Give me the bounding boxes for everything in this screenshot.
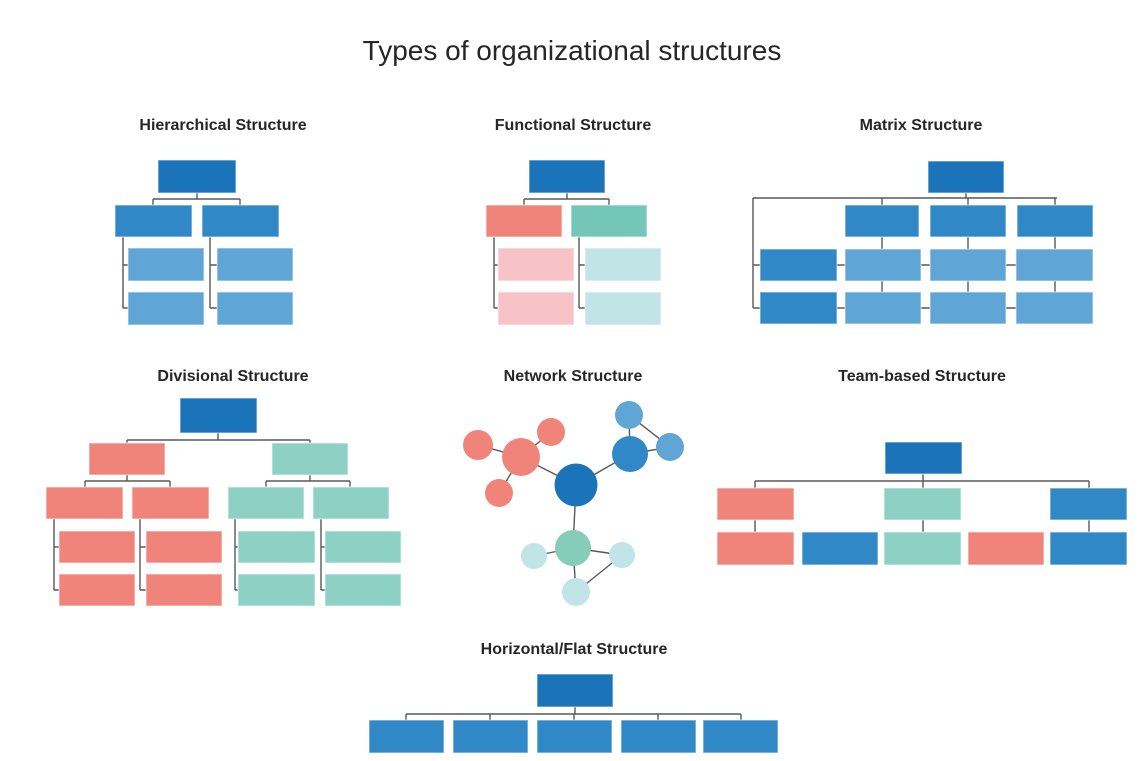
org-box — [324, 573, 402, 607]
network-node — [485, 479, 513, 507]
org-box — [237, 573, 316, 607]
panel-title-matrix: Matrix Structure — [860, 117, 983, 134]
connector-lines — [493, 193, 610, 309]
network-node — [555, 530, 591, 566]
org-box — [570, 204, 648, 238]
panel-title-divisional: Divisional Structure — [157, 368, 308, 385]
org-box — [114, 204, 193, 238]
network-edges — [477, 414, 671, 593]
org-box — [584, 291, 662, 326]
org-box — [844, 248, 922, 282]
panel-functional: Functional Structure — [485, 117, 662, 326]
org-box — [127, 247, 205, 282]
panel-hierarchical: Hierarchical Structure — [114, 117, 307, 326]
org-box — [716, 531, 795, 566]
org-box — [1015, 248, 1094, 282]
org-box — [1049, 487, 1128, 521]
box-root — [884, 441, 963, 475]
network-node — [615, 401, 643, 429]
network-hub-node — [554, 463, 598, 507]
org-box — [1049, 531, 1128, 566]
org-box — [485, 204, 563, 238]
org-box — [759, 291, 838, 325]
org-box — [929, 204, 1007, 238]
panel-title-horizontal: Horizontal/Flat Structure — [481, 641, 668, 658]
connector-lines — [405, 707, 742, 720]
org-box — [312, 486, 390, 520]
panel-team: Team-based Structure — [716, 368, 1128, 566]
org-box — [844, 204, 920, 238]
org-box — [497, 291, 575, 326]
org-box — [1015, 291, 1094, 325]
org-box — [127, 291, 205, 326]
org-box — [883, 531, 962, 566]
connector-lines — [754, 474, 1090, 532]
panel-title-hierarchical: Hierarchical Structure — [139, 117, 306, 134]
org-box — [58, 573, 136, 607]
network-node — [562, 578, 590, 606]
org-box — [45, 486, 124, 520]
org-box — [88, 442, 166, 476]
network-node — [502, 438, 540, 476]
network-node — [656, 433, 684, 461]
main-title: Types of organizational structures — [363, 35, 782, 66]
org-box — [929, 291, 1007, 325]
org-box — [227, 486, 305, 520]
panel-matrix: Matrix Structure — [752, 117, 1094, 325]
network-node — [463, 430, 493, 460]
org-box — [237, 530, 316, 564]
panel-horizontal: Horizontal/Flat Structure — [368, 641, 779, 754]
org-box — [584, 247, 662, 282]
network-node — [609, 542, 635, 568]
box-root — [536, 673, 614, 708]
org-box — [145, 573, 223, 607]
connector-lines — [122, 193, 241, 309]
network-node — [612, 436, 648, 472]
connector-lines — [752, 193, 1057, 309]
org-box — [324, 530, 402, 564]
org-box — [536, 719, 613, 754]
org-box — [497, 247, 575, 282]
panel-title-network: Network Structure — [504, 368, 643, 385]
org-box — [844, 291, 922, 325]
box-root — [157, 159, 237, 194]
box-root — [528, 159, 606, 194]
org-box — [801, 531, 879, 566]
org-box — [58, 530, 136, 564]
org-box — [929, 248, 1007, 282]
org-box — [716, 487, 795, 521]
panel-divisional: Divisional Structure — [45, 368, 402, 607]
org-box — [201, 204, 280, 238]
org-box — [216, 247, 294, 282]
org-box — [759, 248, 838, 282]
org-box — [368, 719, 445, 754]
org-box — [967, 531, 1045, 566]
panel-title-functional: Functional Structure — [495, 117, 652, 134]
org-box — [216, 291, 294, 326]
connector-lines — [53, 433, 351, 591]
org-box — [1016, 204, 1094, 238]
org-box — [271, 442, 349, 476]
org-box — [702, 719, 779, 754]
network-node — [537, 418, 565, 446]
org-box — [883, 487, 962, 521]
org-box — [131, 486, 210, 520]
panel-title-team: Team-based Structure — [838, 368, 1006, 385]
box-root — [927, 160, 1005, 194]
org-box — [452, 719, 529, 754]
panel-network: Network Structure — [463, 368, 684, 606]
network-node — [521, 543, 547, 569]
org-box — [145, 530, 223, 564]
org-box — [620, 719, 697, 754]
box-root — [179, 397, 258, 434]
